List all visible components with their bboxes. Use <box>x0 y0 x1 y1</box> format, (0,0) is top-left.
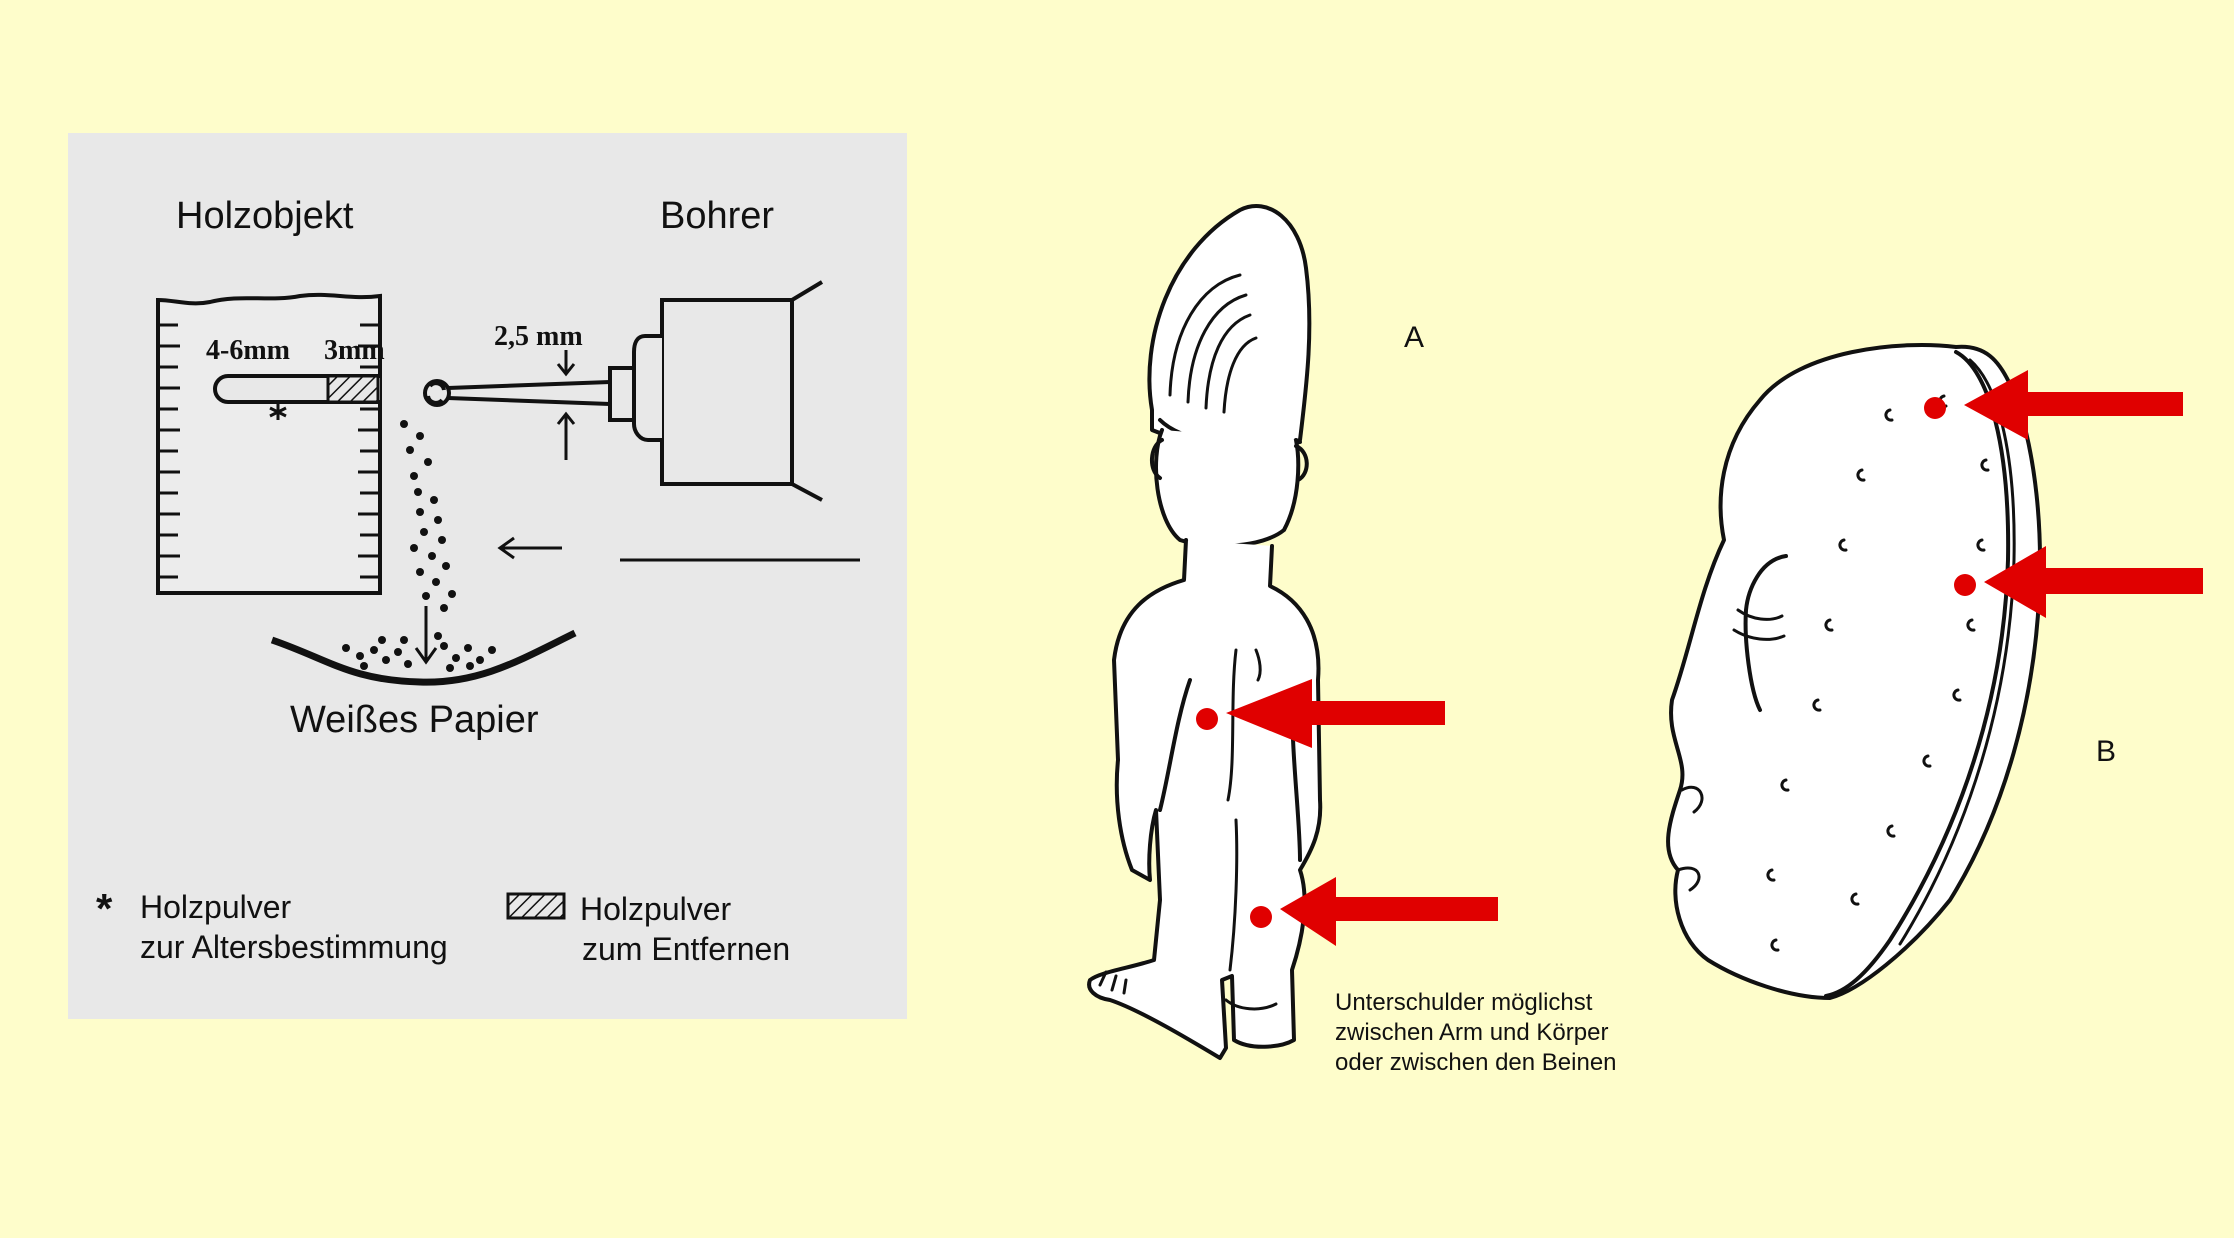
white-paper-label: Weißes Papier <box>290 699 539 741</box>
hatch-legend-icon <box>506 892 566 920</box>
figure-a-marker-1 <box>1196 679 1445 748</box>
wood-powder-dots <box>400 420 456 612</box>
asterisk-legend-icon: * <box>96 885 113 932</box>
white-paper-drawing <box>270 606 577 686</box>
figure-b-label: B <box>2096 735 2117 768</box>
legend-2-line-1: Holzpulver <box>580 891 732 927</box>
drill-drawing <box>423 280 824 502</box>
asterisk-marker <box>269 404 287 420</box>
wood-object-drawing <box>156 292 382 595</box>
figure-b-marker-1 <box>1924 370 2183 440</box>
diameter-arrows <box>556 350 576 460</box>
sampling-note-line-3: oder zwischen den Beinen <box>1335 1049 1617 1076</box>
sampling-note-line-2: zwischen Arm und Körper <box>1335 1019 1609 1046</box>
mask-figure-b <box>1666 343 2042 1000</box>
figure-a-label: A <box>1404 321 1425 354</box>
depth-label-3mm: 3mm <box>324 335 385 366</box>
sampling-note: Unterschulder möglichst zwischen Arm und… <box>1335 988 1617 1078</box>
figure-b-marker-2 <box>1954 546 2203 618</box>
drill-diameter-label: 2,5 mm <box>494 321 583 352</box>
wood-object-title: Holzobjekt <box>176 195 354 237</box>
sampling-note-line-1: Unterschulder möglichst <box>1335 989 1593 1016</box>
feed-direction-arrow <box>497 536 860 562</box>
legend-2-line-2: zum Entfernen <box>582 931 791 967</box>
statue-figure-a <box>1087 204 1323 1060</box>
legend-1-line-1: Holzpulver <box>140 889 292 925</box>
depth-label-4-6mm: 4-6mm <box>206 335 290 366</box>
figure-a-marker-2 <box>1250 877 1498 946</box>
drill-title: Bohrer <box>660 195 775 237</box>
legend-1-line-2: zur Altersbestimmung <box>140 929 448 965</box>
